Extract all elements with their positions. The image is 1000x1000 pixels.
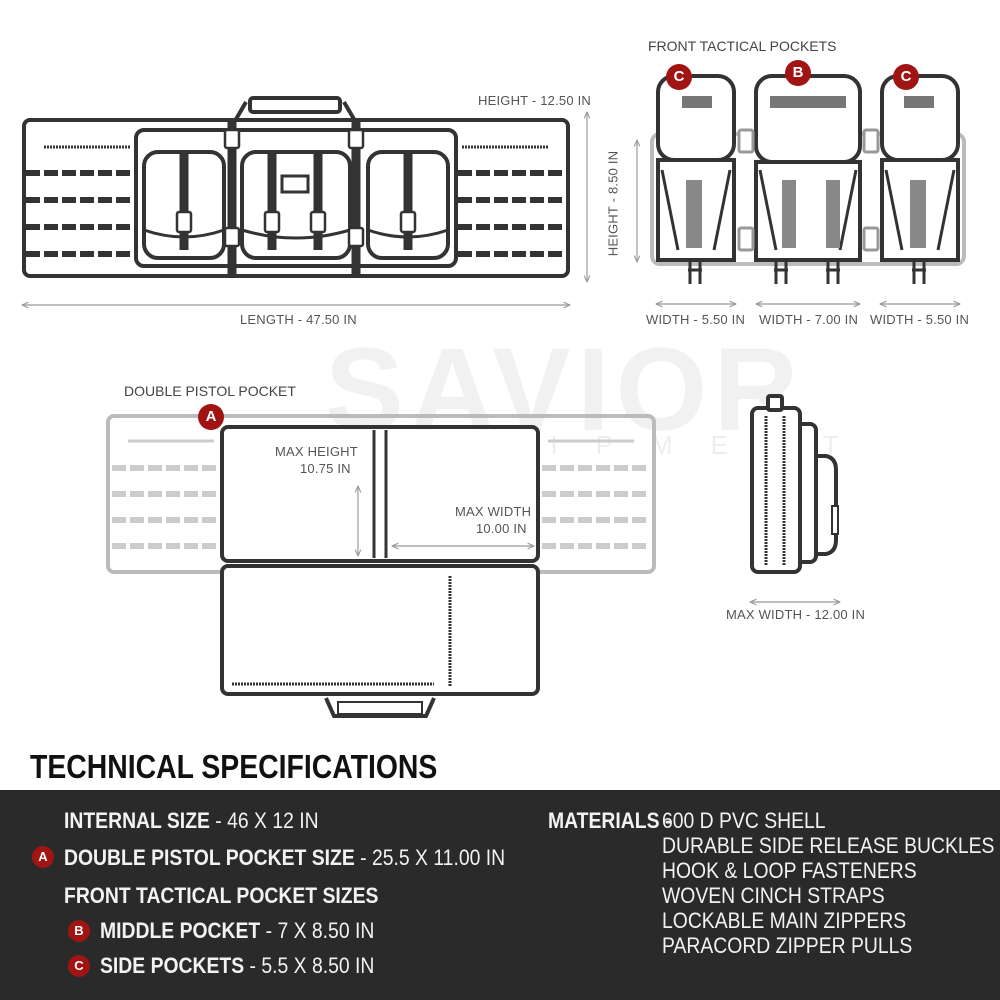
top-buckles [175, 128, 417, 248]
spec-badge-a: A [32, 846, 54, 868]
top-straps [179, 118, 413, 276]
max-width-label: MAX WIDTH [455, 504, 532, 519]
molle-right [458, 170, 566, 257]
spec-front-heading: FRONT TACTICAL POCKET SIZES [64, 883, 378, 909]
material-item: DURABLE SIDE RELEASE BUCKLES [662, 833, 995, 858]
front-height-label: HEIGHT - 8.50 IN [605, 150, 621, 257]
front-pocket-right-flap [880, 74, 960, 162]
pistol-size-value: - 25.5 X 11.00 IN [354, 845, 506, 870]
side-pockets-value: - 5.5 X 8.50 IN [244, 953, 375, 978]
max-height-value: 10.75 IN [300, 461, 351, 476]
front-pocket-middle-flap [754, 74, 862, 164]
max-height-label: MAX HEIGHT [275, 444, 358, 459]
pistol-pocket [220, 425, 540, 696]
bag-diagram [0, 74, 966, 718]
id-patch [280, 174, 310, 194]
material-item: PARACORD ZIPPER PULLS [662, 933, 913, 958]
open-molle [112, 465, 650, 549]
pistol-size-label: DOUBLE PISTOL POCKET SIZE [64, 845, 355, 870]
pistol-pocket-panel [220, 425, 540, 563]
pistol-pocket-lid [220, 564, 540, 696]
front-pocket-left-flap [656, 74, 736, 162]
internal-size-value: - 46 X 12 IN [209, 808, 319, 833]
material-item: WOVEN CINCH STRAPS [662, 883, 885, 908]
side-pockets-label: SIDE POCKETS [100, 953, 245, 978]
pistol-pocket-title: DOUBLE PISTOL POCKET [124, 383, 296, 399]
top-length-label: LENGTH - 47.50 IN [240, 312, 357, 327]
material-item: 600 D PVC SHELL [662, 808, 826, 833]
badge-b-middle: B [785, 60, 811, 86]
spec-badge-b: B [68, 920, 90, 942]
middle-pocket-label: MIDDLE POCKET [100, 918, 261, 943]
side-view-bag [750, 394, 838, 574]
spec-pistol-pocket: DOUBLE PISTOL POCKET SIZE - 25.5 X 11.00… [64, 845, 505, 871]
materials-label-row: MATERIALS - [548, 808, 671, 834]
top-height-label: HEIGHT - 12.50 IN [478, 93, 591, 108]
material-item: HOOK & LOOP FASTENERS [662, 858, 917, 883]
width-middle-label: WIDTH - 7.00 IN [759, 312, 859, 327]
spec-badge-c: C [68, 955, 90, 977]
side-handle [766, 394, 784, 412]
spec-side-pockets: SIDE POCKETS - 5.5 X 8.50 IN [100, 953, 374, 979]
badge-c-left: C [666, 64, 692, 90]
spec-internal-size: INTERNAL SIZE - 46 X 12 IN [64, 808, 319, 834]
pocket-panel [134, 128, 458, 268]
bag-body [22, 118, 570, 278]
molle-left [26, 170, 134, 257]
zipper-pulls [688, 262, 926, 284]
middle-pocket-value: - 7 X 8.50 IN [260, 918, 375, 943]
side-body [750, 406, 802, 574]
badge-a: A [198, 404, 224, 430]
materials-list: 600 D PVC SHELL DURABLE SIDE RELEASE BUC… [662, 808, 994, 958]
internal-size-label: INTERNAL SIZE [64, 808, 210, 833]
side-width-label: MAX WIDTH - 12.00 IN [726, 607, 866, 622]
front-pocket-side-buckles [737, 128, 880, 252]
tech-specs-heading: TECHNICAL SPECIFICATIONS [30, 748, 438, 785]
front-pocket-middle-body [754, 160, 862, 262]
carry-handle [248, 96, 342, 114]
front-pockets [656, 74, 960, 262]
material-item: LOCKABLE MAIN ZIPPERS [662, 908, 907, 933]
badge-c-right: C [893, 64, 919, 90]
top-view-bag [22, 96, 570, 278]
max-width-value: 10.00 IN [476, 521, 527, 536]
front-pockets-title: FRONT TACTICAL POCKETS [648, 38, 837, 54]
front-sizes-heading: FRONT TACTICAL POCKET SIZES [64, 883, 379, 908]
width-left-label: WIDTH - 5.50 IN [646, 312, 746, 327]
spec-panel [0, 790, 1000, 1000]
materials-label: MATERIALS - [548, 808, 672, 833]
spec-middle-pocket: MIDDLE POCKET - 7 X 8.50 IN [100, 918, 374, 944]
width-right-label: WIDTH - 5.50 IN [870, 312, 970, 327]
top-pocket-middle [240, 150, 352, 260]
